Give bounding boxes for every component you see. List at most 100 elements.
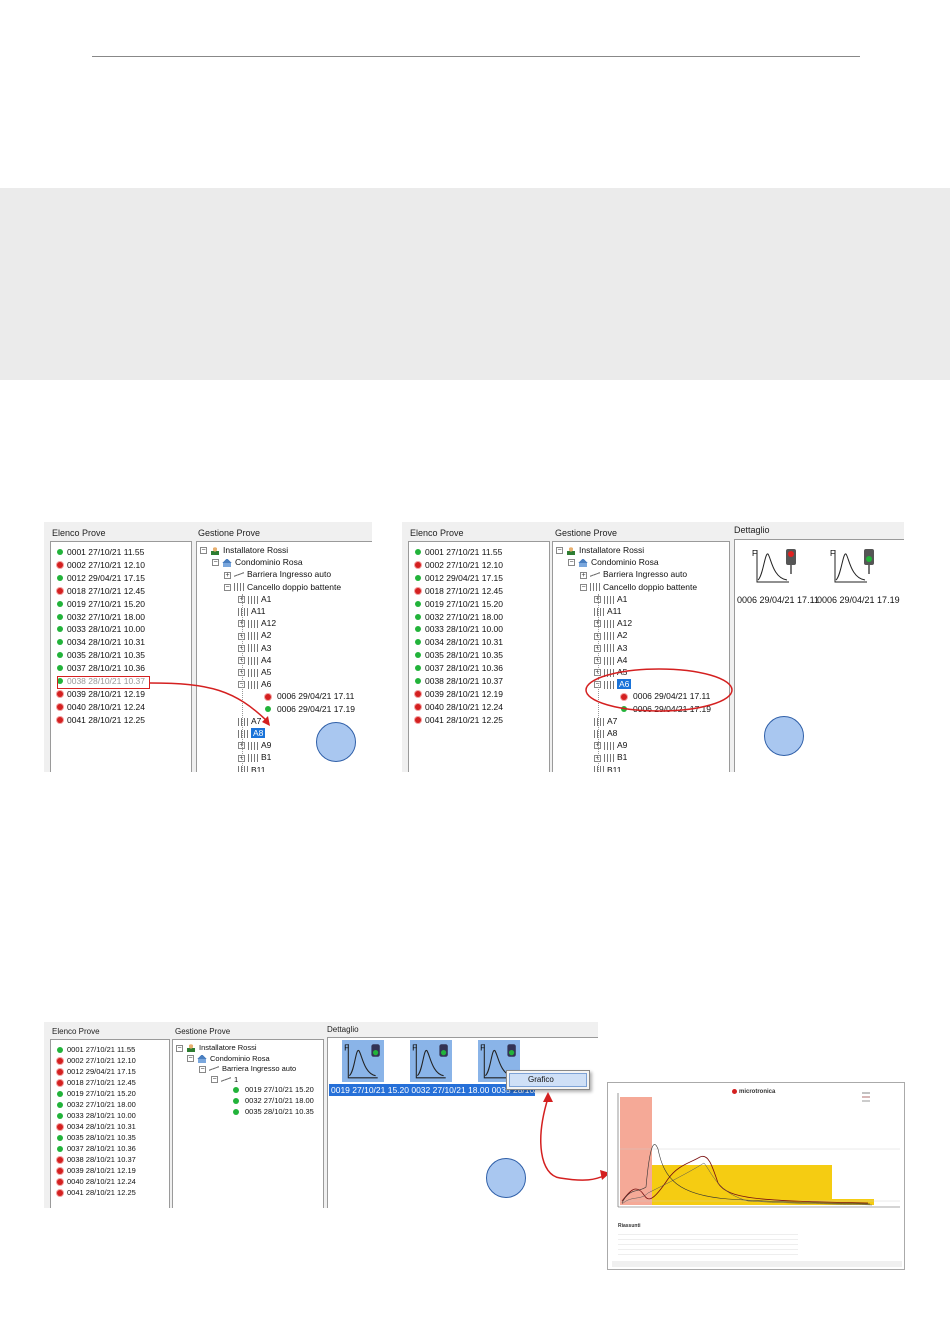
- tree-node-gate-item[interactable]: A11: [594, 605, 622, 617]
- expand-icon[interactable]: +: [238, 644, 245, 652]
- menu-item-grafico[interactable]: Grafico: [509, 1073, 587, 1087]
- expand-icon[interactable]: +: [594, 669, 601, 677]
- gate-icon: [238, 607, 248, 616]
- tree-node-label: Cancello doppio battente: [247, 581, 342, 592]
- tree-node-gate-item[interactable]: +B1: [238, 751, 271, 763]
- tree-node-test[interactable]: 0019 27/10/21 15.20: [233, 1084, 314, 1096]
- list-item-label: 0002 27/10/21 12.10: [425, 559, 503, 570]
- expand-icon[interactable]: +: [594, 596, 601, 604]
- tree-node-gate-item[interactable]: +A9: [594, 739, 627, 751]
- gestione-tree[interactable]: −Installatore Rossi−Condominio Rosa−Barr…: [172, 1039, 324, 1208]
- tree-node-label: Installatore Rossi: [199, 1043, 257, 1052]
- test-thumbnail[interactable]: F: [410, 1040, 452, 1082]
- dettaglio-label: 0006 29/04/21 17.19: [817, 595, 900, 605]
- tree-node-gate-item[interactable]: A7: [594, 715, 617, 727]
- tree-node-gate-item[interactable]: +A12: [594, 617, 632, 629]
- collapse-icon[interactable]: −: [594, 681, 601, 689]
- elenco-title: Elenco Prove: [52, 1027, 100, 1036]
- tree-node-gate-item[interactable]: +A5: [238, 666, 271, 678]
- tree-node-barrier[interactable]: +Barriera Ingresso auto: [580, 568, 687, 580]
- status-green-icon: [57, 600, 63, 607]
- expand-icon[interactable]: +: [238, 669, 245, 677]
- collapse-icon[interactable]: −: [211, 1076, 218, 1084]
- expand-icon[interactable]: +: [224, 571, 231, 579]
- test-thumbnail[interactable]: F: [342, 1040, 384, 1082]
- collapse-icon[interactable]: −: [199, 1065, 206, 1073]
- collapse-icon[interactable]: −: [200, 547, 207, 555]
- collapse-icon[interactable]: −: [224, 583, 231, 591]
- tree-node-installer[interactable]: − Installatore Rossi: [176, 1042, 257, 1054]
- test-thumbnail[interactable]: F: [478, 1040, 520, 1082]
- collapse-icon[interactable]: −: [212, 559, 219, 567]
- gate-icon: [604, 668, 614, 677]
- dettaglio-area[interactable]: F F 0006 29/04/21 17.11 0006 29/04/21 17…: [734, 539, 904, 772]
- status-red-icon: [415, 587, 421, 594]
- list-item-label: 0034 28/10/21 10.31: [67, 637, 145, 648]
- tree-node-gate-item[interactable]: A8: [238, 727, 266, 739]
- expand-icon[interactable]: +: [238, 742, 245, 750]
- tree-node-test[interactable]: 0032 27/10/21 18.00: [233, 1095, 314, 1107]
- collapse-icon[interactable]: −: [568, 559, 575, 567]
- expand-icon[interactable]: +: [594, 632, 601, 640]
- tree-node-a6[interactable]: −A6: [238, 678, 271, 690]
- tree-node-gate-item[interactable]: A7: [238, 715, 261, 727]
- expand-icon[interactable]: +: [594, 657, 601, 665]
- tree-node-gate-item[interactable]: +A2: [238, 629, 271, 641]
- tree-node-gate-item[interactable]: B11: [594, 764, 622, 772]
- tree-node-test[interactable]: 0006 29/04/21 17.19: [621, 703, 711, 715]
- collapse-icon[interactable]: −: [176, 1044, 183, 1052]
- tree-node-test[interactable]: 0006 29/04/21 17.19: [265, 703, 355, 715]
- tree-node-test[interactable]: 0006 29/04/21 17.11: [265, 690, 354, 702]
- expand-icon[interactable]: +: [594, 644, 601, 652]
- collapse-icon[interactable]: −: [556, 547, 563, 555]
- tree-node-gate[interactable]: − Cancello doppio battente: [224, 581, 341, 593]
- expand-icon[interactable]: +: [238, 596, 245, 604]
- tree-node-gate-item[interactable]: +A1: [238, 593, 271, 605]
- expand-icon[interactable]: +: [580, 571, 587, 579]
- selected-tests-labels[interactable]: 0019 27/10/21 15.20 0032 27/10/21 18.00 …: [329, 1084, 535, 1096]
- expand-icon[interactable]: +: [238, 620, 245, 628]
- svg-text:F: F: [344, 1043, 349, 1053]
- tree-node-gate-item[interactable]: B11: [238, 764, 266, 772]
- tree-node-gate-item[interactable]: +A3: [238, 642, 271, 654]
- test-thumbnail[interactable]: F: [829, 546, 869, 586]
- tree-node-gate-item[interactable]: +A12: [238, 617, 276, 629]
- tree-node-barrier[interactable]: −Barriera Ingresso auto: [199, 1063, 296, 1075]
- screenshot-1: Elenco Prove Gestione Prove 0001 27/10/2…: [44, 522, 372, 772]
- tree-node-gate[interactable]: −Cancello doppio battente: [580, 581, 697, 593]
- tree-node-installer[interactable]: −Installatore Rossi: [556, 544, 644, 556]
- tree-node-a6[interactable]: −A6: [594, 678, 632, 690]
- tree-node-gate-item[interactable]: +A9: [238, 739, 271, 751]
- collapse-icon[interactable]: −: [187, 1055, 194, 1063]
- tree-node-gate-item[interactable]: +B1: [594, 751, 627, 763]
- collapse-icon[interactable]: −: [238, 681, 245, 689]
- tree-node-test[interactable]: 0006 29/04/21 17.11: [621, 690, 710, 702]
- list-item-label: 0040 28/10/21 12.24: [425, 701, 503, 712]
- tree-node-gate-item[interactable]: A8: [594, 727, 617, 739]
- tree-node-condominium[interactable]: −Condominio Rosa: [187, 1053, 270, 1065]
- tree-node-gate-item[interactable]: A11: [238, 605, 266, 617]
- tree-node-condominium[interactable]: −Condominio Rosa: [212, 556, 303, 568]
- test-thumbnail[interactable]: F: [751, 546, 791, 586]
- tree-node-barrier[interactable]: +Barriera Ingresso auto: [224, 568, 331, 580]
- tree-node-installer[interactable]: −Installatore Rossi: [200, 544, 288, 556]
- expand-icon[interactable]: +: [238, 632, 245, 640]
- expand-icon[interactable]: +: [594, 742, 601, 750]
- expand-icon[interactable]: +: [594, 754, 601, 762]
- tree-node-gate-item[interactable]: +A4: [594, 654, 627, 666]
- tree-node-gate-item[interactable]: +A2: [594, 629, 627, 641]
- tree-node-barrier-child[interactable]: −1: [211, 1074, 238, 1086]
- tree-node-gate-item[interactable]: +A4: [238, 654, 271, 666]
- tree-node-gate-item[interactable]: +A3: [594, 642, 627, 654]
- expand-icon[interactable]: +: [238, 754, 245, 762]
- tree-node-condominium[interactable]: −Condominio Rosa: [568, 556, 659, 568]
- expand-icon[interactable]: +: [594, 620, 601, 628]
- tree-node-test[interactable]: 0035 28/10/21 10.35: [233, 1106, 314, 1118]
- dettaglio-area[interactable]: F F F 0019 27/10/21 15.20 0032 27/10/21 …: [327, 1037, 598, 1208]
- collapse-icon[interactable]: −: [580, 583, 587, 591]
- tree-node-gate-item[interactable]: +A1: [594, 593, 627, 605]
- expand-icon[interactable]: +: [238, 657, 245, 665]
